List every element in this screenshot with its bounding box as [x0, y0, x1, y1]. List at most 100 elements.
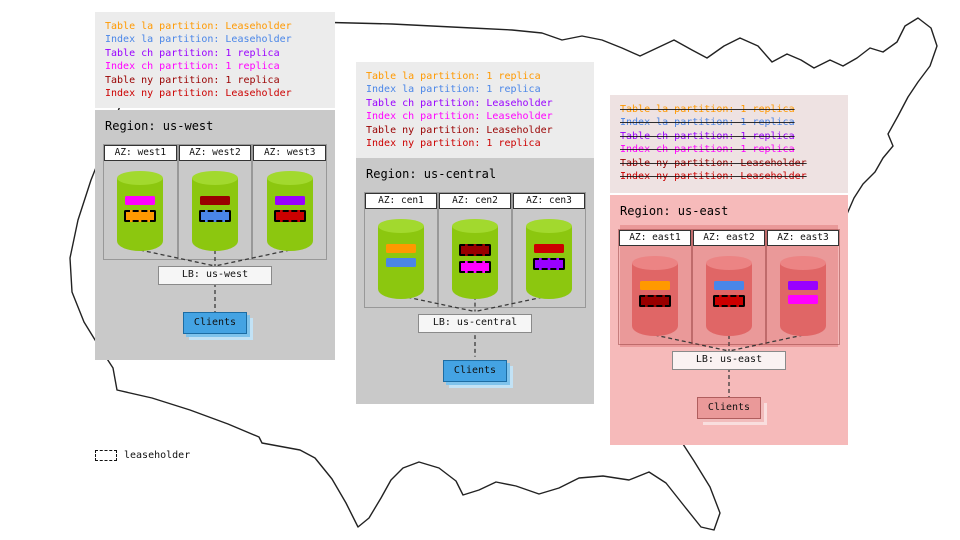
az-label: AZ: east2	[693, 230, 765, 246]
az-label: AZ: cen2	[439, 193, 511, 209]
partition-annotation: Table ch partition: 1 replica	[105, 47, 280, 59]
db-node-cylinder	[780, 256, 826, 336]
partition-annotation: Index ch partition: Leaseholder	[366, 111, 553, 123]
partition-annotation-struck: Table ch partition: 1 replica	[620, 130, 795, 142]
partition-leaseholder-bar	[639, 295, 671, 307]
az-row: AZ: west1 AZ: west2	[103, 144, 328, 260]
partition-bars	[459, 244, 491, 273]
db-node-cylinder	[452, 219, 498, 299]
az-label: AZ: east3	[767, 230, 839, 246]
partition-annotation-struck: Table la partition: 1 replica	[620, 104, 795, 115]
db-node-cylinder	[117, 171, 164, 251]
partition-annotation-struck: Table ny partition: Leaseholder	[620, 157, 807, 169]
az-column: AZ: east2	[692, 229, 766, 345]
partition-annotation-struck: Index ny partition: Leaseholder	[620, 171, 807, 183]
partition-leaseholder-bar	[533, 258, 565, 270]
partition-bars	[124, 196, 157, 222]
db-node-cylinder	[192, 171, 238, 251]
partition-leaseholder-bar	[199, 210, 231, 222]
partition-bars	[788, 281, 818, 304]
partition-annotation: Index la partition: Leaseholder	[105, 34, 292, 46]
cylinder-top	[632, 256, 678, 270]
partition-annotation: Table ny partition: Leaseholder	[366, 124, 553, 136]
az-column: AZ: east1	[618, 229, 692, 345]
partition-replica-bar	[534, 244, 564, 253]
partition-replica-bar	[200, 196, 230, 205]
partition-annotation: Table la partition: Leaseholder	[105, 21, 292, 32]
partition-bars	[713, 281, 745, 307]
leaseholder-swatch-icon	[95, 450, 117, 461]
clients-box: Clients	[697, 397, 761, 419]
region-title: Region: us-east	[620, 204, 729, 218]
load-balancer: LB: us-west	[158, 266, 272, 285]
legend-label: leaseholder	[124, 450, 191, 461]
clients-box: Clients	[443, 360, 507, 382]
partition-leaseholder-bar	[713, 295, 745, 307]
cylinder-top	[266, 171, 313, 185]
partition-annotation: Index ny partition: 1 replica	[366, 138, 541, 150]
az-label: AZ: west2	[178, 145, 252, 161]
partition-replica-bar	[386, 244, 416, 253]
db-node-cylinder	[378, 219, 424, 299]
db-node-cylinder	[706, 256, 752, 336]
partition-leaseholder-bar	[273, 210, 306, 222]
az-column: AZ: west2	[177, 144, 253, 260]
partition-annotation: Table ny partition: 1 replica	[105, 74, 280, 86]
db-node-cylinder	[266, 171, 313, 251]
clients-box: Clients	[183, 312, 247, 334]
partition-replica-bar	[788, 295, 818, 304]
partition-bars	[639, 281, 671, 307]
az-row: AZ: east1 AZ: east2	[618, 229, 840, 345]
partition-annotation: Index ch partition: 1 replica	[105, 61, 280, 73]
az-column: AZ: west1	[103, 144, 178, 260]
az-column: AZ: cen2	[438, 192, 512, 308]
region-us-east: Region: us-east AZ: east1 AZ: east2	[610, 195, 848, 445]
partition-annotation: Index ny partition: Leaseholder	[105, 88, 292, 100]
cylinder-top	[192, 171, 238, 185]
partition-replica-bar	[274, 196, 305, 205]
partition-leaseholder-bar	[459, 244, 491, 256]
az-label: AZ: west3	[253, 145, 327, 161]
region-us-central: Region: us-central AZ: cen1 AZ: cen2	[356, 158, 594, 404]
partition-bars	[386, 244, 416, 267]
partition-replica-bar	[386, 258, 416, 267]
az-column: AZ: west3	[252, 144, 328, 260]
load-balancer: LB: us-central	[418, 314, 532, 333]
partition-leaseholder-bar	[124, 210, 157, 222]
region-title: Region: us-west	[105, 119, 214, 133]
az-label: AZ: east1	[619, 230, 691, 246]
partition-bars	[533, 244, 565, 270]
partition-annotation-struck: Index ch partition: 1 replica	[620, 144, 795, 156]
region-title: Region: us-central	[366, 167, 497, 181]
legend: leaseholder	[95, 450, 190, 461]
az-column: AZ: east3	[766, 229, 840, 345]
partition-replica-bar	[125, 196, 156, 205]
cylinder-top	[117, 171, 164, 185]
annotation-box-us-central: Table la partition: 1 replica Index la p…	[356, 62, 594, 158]
az-row: AZ: cen1 AZ: cen2	[364, 192, 586, 308]
az-label: AZ: cen1	[365, 193, 437, 209]
partition-replica-bar	[714, 281, 744, 290]
az-column: AZ: cen1	[364, 192, 438, 308]
cylinder-top	[526, 219, 572, 233]
partition-bars	[199, 196, 231, 222]
db-node-cylinder	[632, 256, 678, 336]
load-balancer: LB: us-east	[672, 351, 786, 370]
cylinder-top	[452, 219, 498, 233]
partition-replica-bar	[640, 281, 670, 290]
az-label: AZ: west1	[104, 145, 177, 161]
partition-replica-bar	[788, 281, 818, 290]
db-node-cylinder	[526, 219, 572, 299]
cylinder-top	[706, 256, 752, 270]
partition-annotation: Index la partition: 1 replica	[366, 84, 541, 96]
partition-leaseholder-bar	[459, 261, 491, 273]
az-label: AZ: cen3	[513, 193, 585, 209]
region-us-west: Region: us-west AZ: west1 AZ: west2	[95, 110, 335, 360]
cylinder-top	[378, 219, 424, 233]
partition-bars	[273, 196, 306, 222]
cylinder-top	[780, 256, 826, 270]
az-column: AZ: cen3	[512, 192, 586, 308]
partition-annotation: Table ch partition: Leaseholder	[366, 97, 553, 109]
annotation-box-us-west: Table la partition: Leaseholder Index la…	[95, 12, 335, 108]
